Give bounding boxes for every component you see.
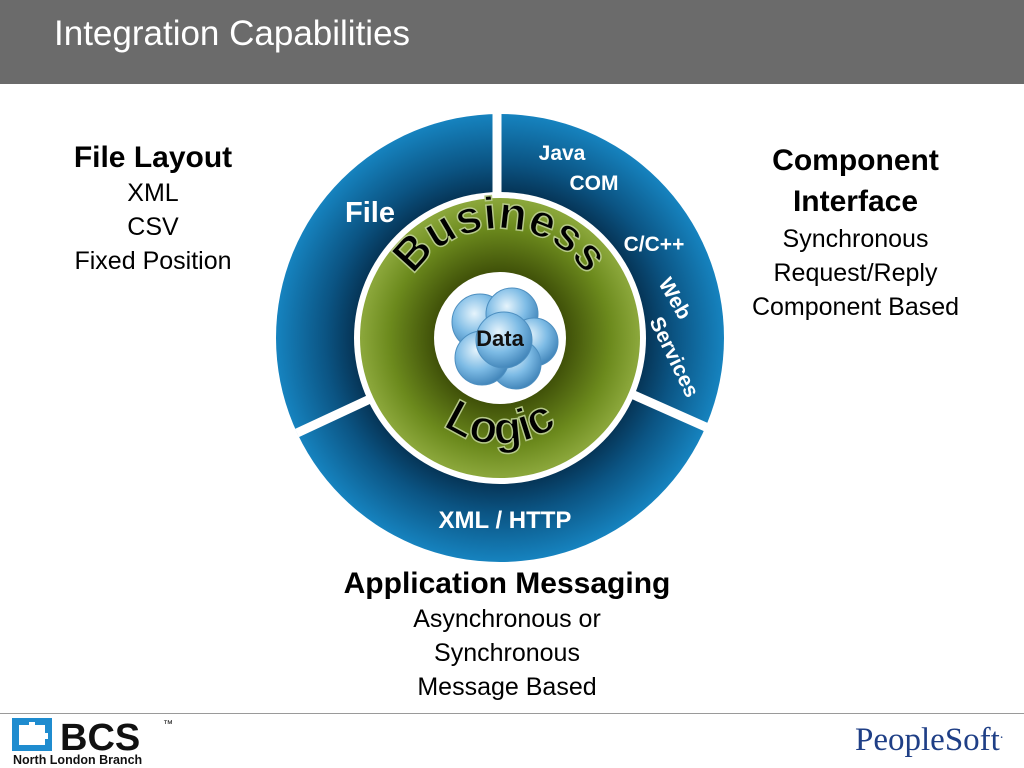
file-layout-block: File Layout XML CSV Fixed Position <box>38 140 268 278</box>
application-messaging-line: Message Based <box>417 673 597 701</box>
slide-header: Integration Capabilities <box>0 0 1024 84</box>
bcs-branch-name: North London Branch <box>13 753 142 767</box>
data-label: Data <box>476 326 524 351</box>
file-segment-label: File <box>345 197 395 229</box>
component-interface-line: Request/Reply <box>773 259 938 287</box>
component-interface-title: Interface <box>792 185 919 218</box>
com-segment-label: COM <box>570 172 619 195</box>
application-messaging-title: Application Messaging <box>343 567 671 600</box>
bcs-logo: BCS ™ North London Branch <box>12 717 173 767</box>
slide-title: Integration Capabilities <box>54 14 411 53</box>
component-interface-line: Synchronous <box>782 225 929 253</box>
cpp-segment-label: C/C++ <box>624 233 685 256</box>
file-layout-line: Fixed Position <box>74 247 232 275</box>
file-layout-line: CSV <box>127 213 179 241</box>
footer-divider <box>0 713 1024 714</box>
application-messaging-line: Synchronous <box>434 639 580 667</box>
file-layout-line: XML <box>127 179 179 207</box>
peoplesoft-dot: . <box>999 727 1004 742</box>
xml-http-segment-label: XML / HTTP <box>439 507 572 534</box>
java-segment-label: Java <box>539 142 586 165</box>
bcs-wordmark: BCS <box>60 717 140 759</box>
file-layout-title: File Layout <box>73 141 233 174</box>
peoplesoft-logo: PeopleSoft. <box>855 722 1003 759</box>
data-cloud-icon <box>451 287 559 390</box>
application-messaging-block: Application Messaging Asynchronous or Sy… <box>297 566 717 704</box>
application-messaging-line: Asynchronous or <box>413 605 601 633</box>
component-interface-block: Component Interface Synchronous Request/… <box>728 140 983 324</box>
component-interface-title: Component <box>772 144 939 177</box>
bcs-trademark: ™ <box>163 719 173 730</box>
component-interface-line: Component Based <box>751 293 960 321</box>
peoplesoft-wordmark: PeopleSoft <box>855 722 1000 758</box>
